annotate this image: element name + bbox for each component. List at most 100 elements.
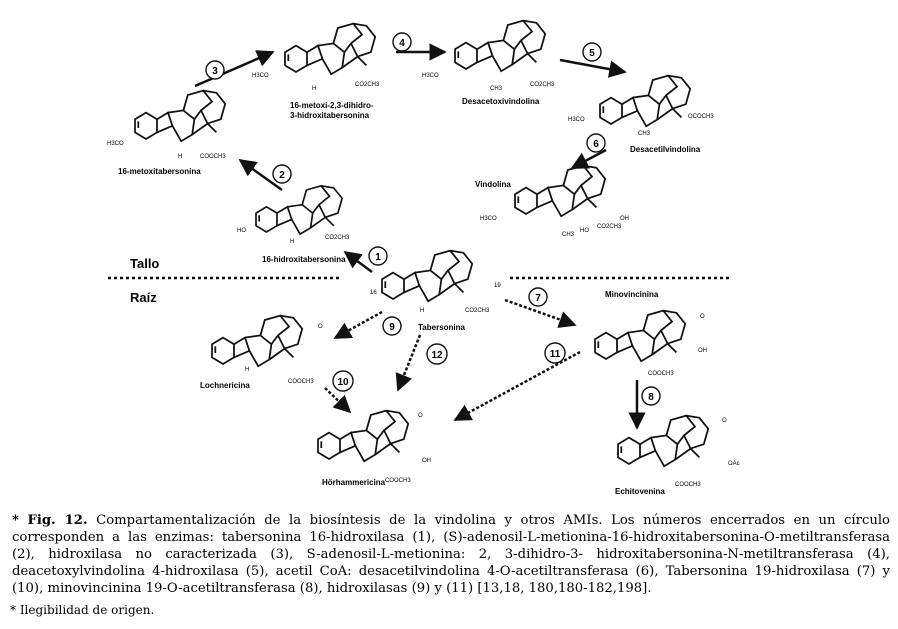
arrow-step-5 — [559, 58, 627, 78]
arrow-step-12 — [395, 334, 422, 392]
svg-text:19: 19 — [494, 283, 501, 289]
svg-text:CO2CH3: CO2CH3 — [530, 82, 555, 88]
svg-text:H3CO: H3CO — [480, 216, 497, 222]
structure-lochnericina: O H COOCH3 Lochnericina — [200, 314, 323, 390]
step-circle-7: 7 — [528, 287, 548, 307]
svg-text:H3CO: H3CO — [107, 141, 124, 147]
structure-desacetilvindolina: H3CO CH3 OCOCH3 Desacetilvindolina — [568, 74, 714, 154]
svg-text:3: 3 — [212, 66, 218, 77]
svg-text:COOCH3: COOCH3 — [648, 371, 674, 377]
label-horhammericina: Hörhammericina — [322, 478, 386, 487]
step-circle-10: 10 — [332, 370, 354, 392]
step-circle-9: 9 — [382, 316, 402, 336]
label-metoxi-dihidro-2: 3-hidroxitabersonina — [290, 111, 370, 120]
svg-text:O: O — [700, 314, 705, 320]
label-metoxi-dihidro-1: 16-metoxi-2,3-dihidro- — [290, 101, 374, 110]
svg-text:O: O — [722, 418, 727, 424]
svg-text:H3CO: H3CO — [252, 73, 269, 79]
svg-text:16: 16 — [370, 290, 377, 296]
structure-echitovenina: O OAc COOCH3 Echitovenina — [615, 414, 740, 496]
arrow-step-3 — [194, 50, 275, 88]
step-circle-5: 5 — [582, 42, 602, 62]
svg-text:OH: OH — [422, 458, 431, 464]
arrow-step-9 — [333, 310, 383, 340]
arrow-step-2 — [238, 158, 283, 192]
svg-text:HO: HO — [580, 228, 589, 234]
step-circle-8: 8 — [641, 386, 661, 406]
svg-text:OAc: OAc — [728, 461, 740, 467]
step-circle-4: 4 — [392, 32, 412, 52]
svg-text:O: O — [418, 413, 423, 419]
step-circle-2: 2 — [272, 164, 292, 184]
svg-text:CO2CH3: CO2CH3 — [355, 82, 380, 88]
svg-text:H3CO: H3CO — [568, 117, 585, 123]
svg-text:4: 4 — [399, 38, 405, 49]
structure-tabersonina: 16 19 H CO2CH3 Tabersonina — [370, 249, 501, 332]
label-lochnericina: Lochnericina — [200, 381, 250, 390]
structure-vindolina: Vindolina H3CO CH3 HO CO2CH3 OH — [475, 164, 629, 238]
svg-text:11: 11 — [550, 349, 561, 360]
svg-text:5: 5 — [589, 48, 595, 59]
label-echitovenina: Echitovenina — [615, 487, 665, 496]
svg-text:OCOCH3: OCOCH3 — [688, 114, 714, 120]
structure-desacetoxivindolina: H3CO CH3 CO2CH3 Desacetoxivindolina — [422, 19, 555, 106]
svg-text:COOCH3: COOCH3 — [200, 154, 226, 160]
label-metoxitabersonina: 16-metoxitabersonina — [118, 167, 201, 176]
caption-text: Compartamentalización de la biosíntesis … — [12, 513, 890, 596]
label-desacetilvindolina: Desacetilvindolina — [630, 145, 701, 154]
svg-text:H: H — [290, 239, 294, 245]
svg-text:2: 2 — [279, 170, 285, 181]
caption-fig-label: Fig. 12. — [27, 513, 88, 528]
label-minovincinina: Minovincinina — [605, 290, 659, 299]
structure-hidroxitabersonina: HO H CO2CH3 16-hidroxitabersonina — [237, 184, 350, 264]
arrow-step-11 — [453, 350, 581, 422]
svg-text:CH3: CH3 — [638, 131, 651, 137]
svg-text:10: 10 — [337, 377, 349, 388]
svg-text:OH: OH — [620, 216, 629, 222]
svg-text:H3CO: H3CO — [422, 73, 439, 79]
svg-text:CH3: CH3 — [562, 232, 575, 238]
step-circle-1: 1 — [368, 246, 388, 266]
svg-text:H: H — [178, 154, 182, 160]
step-circle-6: 6 — [586, 133, 606, 153]
step-circle-11: 11 — [544, 342, 566, 364]
label-tabersonina: Tabersonina — [418, 323, 466, 332]
label-desacetoxivindolina: Desacetoxivindolina — [462, 97, 540, 106]
figure-caption: * Fig. 12. Compartamentalización de la b… — [12, 512, 890, 597]
svg-text:CO2CH3: CO2CH3 — [465, 308, 490, 314]
structure-minovincinina: Minovincinina O OH COOCH3 — [594, 290, 707, 377]
svg-text:H: H — [245, 367, 249, 373]
footnote: * Ilegibilidad de origen. — [10, 603, 155, 617]
zone-label-tallo: Tallo — [130, 256, 159, 271]
svg-text:H: H — [312, 86, 316, 92]
svg-text:CO2CH3: CO2CH3 — [325, 235, 350, 241]
zone-label-raiz: Raíz — [130, 290, 157, 305]
arrow-step-7 — [504, 298, 577, 328]
svg-text:1: 1 — [375, 252, 381, 263]
svg-text:O: O — [318, 324, 323, 330]
svg-text:CO2CH3: CO2CH3 — [597, 224, 622, 230]
label-vindolina: Vindolina — [475, 180, 511, 189]
structure-metoxi-dihidro: H3CO H CO2CH3 16-metoxi-2,3-dihidro- 3-h… — [252, 22, 380, 120]
svg-text:COOCH3: COOCH3 — [675, 482, 701, 488]
svg-text:8: 8 — [648, 392, 654, 403]
arrow-step-6 — [570, 148, 607, 170]
step-circle-12: 12 — [426, 343, 448, 365]
svg-text:COOCH3: COOCH3 — [385, 478, 411, 484]
step-circle-3: 3 — [205, 60, 225, 80]
structure-horhammericina: O OH COOCH3 Hörhammericina — [317, 409, 431, 487]
svg-text:OH: OH — [698, 348, 707, 354]
label-hidroxitabersonina: 16-hidroxitabersonina — [262, 255, 346, 264]
arrow-step-1 — [343, 250, 373, 274]
svg-text:9: 9 — [389, 322, 395, 333]
arrow-step-10 — [324, 387, 352, 414]
svg-text:HO: HO — [237, 228, 246, 234]
svg-text:6: 6 — [593, 139, 599, 150]
svg-text:COOCH3: COOCH3 — [288, 379, 314, 385]
structure-metoxitabersonina: H3CO H COOCH3 16-metoxitabersonina — [107, 89, 226, 176]
svg-text:H: H — [420, 308, 424, 314]
caption-marker: * — [12, 513, 19, 528]
svg-text:7: 7 — [535, 293, 541, 304]
biosynthesis-diagram: Tallo Raíz H3CO H COOCH3 16-metoxitabers… — [107, 19, 740, 496]
svg-text:12: 12 — [431, 350, 443, 361]
